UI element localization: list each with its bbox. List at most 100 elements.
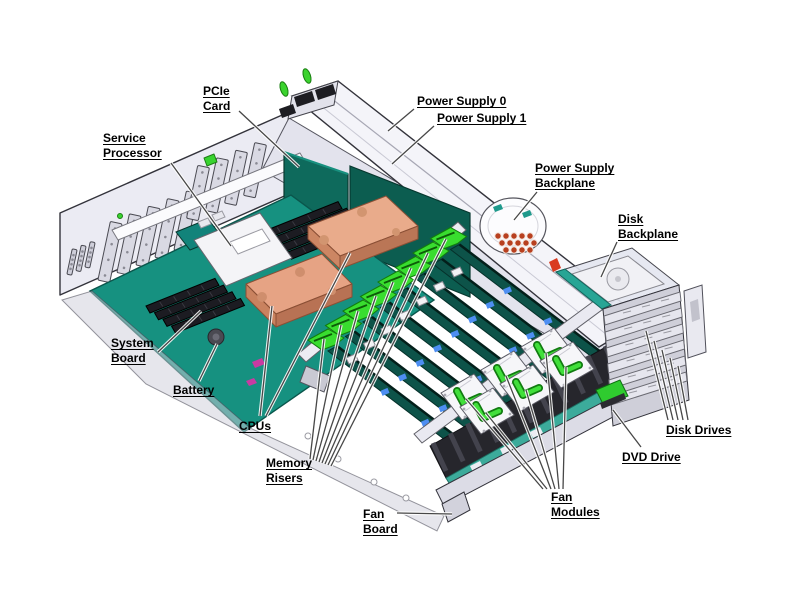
board-connector <box>246 378 257 386</box>
leader-line <box>465 398 544 490</box>
riser-clip <box>526 331 535 340</box>
rack-ear <box>683 284 707 359</box>
honeycomb-cell <box>510 232 518 240</box>
screw-hole <box>304 432 312 440</box>
grille-slat <box>585 354 604 385</box>
fan-module <box>539 341 595 389</box>
grille-slat <box>430 441 449 473</box>
honeycomb-cell <box>530 239 538 247</box>
riser-tab <box>415 295 429 307</box>
leader-line <box>645 330 669 421</box>
leader-line <box>661 349 679 421</box>
leader-line <box>485 412 548 490</box>
leader-line <box>562 366 567 490</box>
riser-clip <box>421 418 430 427</box>
psu-vent-grid <box>315 84 336 100</box>
leader-line <box>265 252 351 417</box>
leader-line <box>157 310 202 353</box>
honeycomb-cell <box>526 232 534 240</box>
disk-hub <box>615 276 621 282</box>
leader-line <box>396 512 453 515</box>
honeycomb-cell <box>494 232 502 240</box>
riser-clip <box>398 373 407 382</box>
leader-line <box>600 241 618 278</box>
screw-hole <box>370 478 378 486</box>
leader-line <box>309 338 325 460</box>
power-supply-backplane <box>479 197 561 272</box>
grille-slat <box>447 432 466 463</box>
fan-modules <box>440 327 595 435</box>
heatsink-side <box>339 225 419 270</box>
riser-clip <box>468 315 477 324</box>
disk-drive-slot <box>607 339 686 374</box>
fan-module <box>459 387 515 435</box>
leader-line <box>669 357 684 421</box>
backplane-mark <box>493 204 503 212</box>
leader-line <box>312 324 342 461</box>
honeycomb-cell <box>502 246 510 254</box>
honeycomb-cell <box>506 239 514 247</box>
grille-slat <box>465 422 483 453</box>
fan-board-connector <box>530 427 543 438</box>
heatsink-notch <box>295 267 305 277</box>
riser-clip <box>543 317 553 326</box>
dvd-drive-body <box>595 379 629 407</box>
heatsink-notch <box>257 292 267 302</box>
sp-plate <box>229 228 271 255</box>
psu-latch <box>279 81 289 97</box>
dvd-drive <box>595 379 629 409</box>
green-clip <box>203 153 218 167</box>
disk-drive-slot <box>603 291 682 326</box>
backplane-mark <box>522 210 532 218</box>
leader-line <box>653 340 674 421</box>
red-stripe <box>549 258 561 272</box>
dimm-slot <box>153 284 229 321</box>
sp-connector <box>211 210 226 222</box>
disk-backplane <box>554 268 612 310</box>
leader-line <box>330 238 447 467</box>
honeycomb-cell <box>498 239 506 247</box>
leader-line <box>315 310 359 462</box>
leader-line <box>259 305 273 417</box>
honeycomb-cell <box>518 246 526 254</box>
leader-line <box>391 125 435 165</box>
leader-line <box>238 110 300 168</box>
riser-clip <box>415 358 425 367</box>
leader-line <box>327 252 429 466</box>
honeycomb-grille <box>494 232 538 254</box>
psu-seam <box>317 87 629 331</box>
leader-line <box>387 108 415 132</box>
pcie-card-edge <box>283 151 349 175</box>
leader-line <box>324 267 412 465</box>
heatsink-notch <box>319 235 329 245</box>
dimm-slot <box>162 291 237 328</box>
board-module <box>299 365 331 393</box>
leader-line <box>318 295 377 463</box>
leader-line <box>545 352 560 490</box>
heatsink-notch <box>392 228 400 236</box>
riser-tab <box>432 280 447 293</box>
dimm-slot <box>145 277 220 314</box>
honeycomb-cell <box>502 232 510 240</box>
psu-vent-grid <box>294 91 315 107</box>
leader-line <box>321 281 394 464</box>
pcie-bracket <box>84 241 96 269</box>
leader-line <box>170 162 232 247</box>
riser-clip <box>503 286 512 295</box>
pcie-bracket <box>66 248 78 276</box>
riser-clip <box>438 404 448 413</box>
dvd-slot <box>600 393 626 409</box>
rack-ear-slot <box>690 299 700 322</box>
honeycomb-cell <box>518 232 526 240</box>
screw-hole <box>402 494 410 502</box>
riser-handle <box>307 328 345 351</box>
riser-clip <box>433 344 442 353</box>
fan-board-connector <box>500 444 513 455</box>
honeycomb-cell <box>514 239 522 247</box>
battery-center <box>212 333 220 341</box>
fan-board-connector <box>470 461 483 472</box>
leader-line <box>513 191 538 221</box>
leader-line <box>525 389 556 490</box>
